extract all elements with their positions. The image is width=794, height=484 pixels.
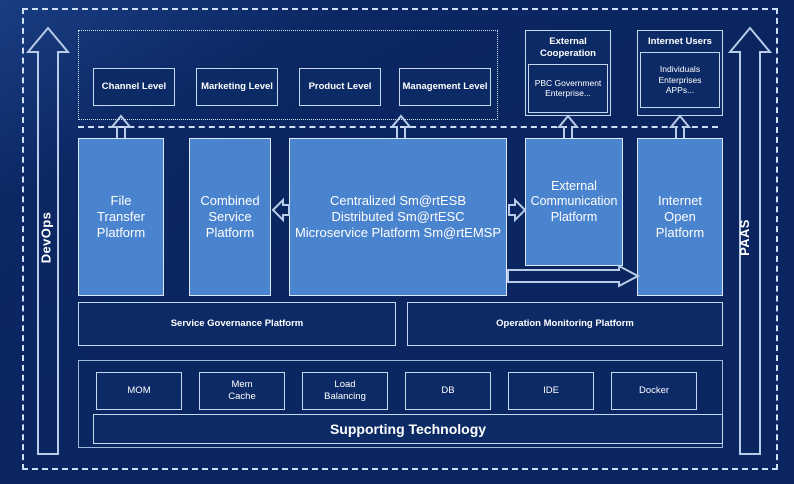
tech-card-mem-cache[interactable]: Mem Cache <box>199 372 285 410</box>
level-card-channel[interactable]: Channel Level <box>93 68 175 106</box>
level-card-marketing[interactable]: Marketing Level <box>196 68 278 106</box>
right-arrow-connector-icon <box>508 197 527 223</box>
internet-users-body: Individuals Enterprises APPs... <box>640 51 720 108</box>
outer-boundary-frame <box>22 8 778 470</box>
internet-users-title: Internet Users <box>648 36 712 47</box>
tech-card-load-balancing[interactable]: Load Balancing <box>302 372 388 410</box>
platform-external-communication[interactable]: External Communication Platform <box>525 138 623 266</box>
devops-arrow-label: DevOps <box>38 211 54 264</box>
operation-monitoring-platform[interactable]: Operation Monitoring Platform <box>407 302 723 346</box>
tech-card-db[interactable]: DB <box>405 372 491 410</box>
tech-card-ide[interactable]: IDE <box>508 372 594 410</box>
left-arrow-connector-icon <box>271 197 290 223</box>
devops-arrow-icon <box>25 26 71 455</box>
business-levels-group <box>78 30 498 120</box>
platform-combined-service[interactable]: Combined Service Platform <box>189 138 271 296</box>
platform-internet-open[interactable]: Internet Open Platform <box>637 138 723 296</box>
tech-card-mom[interactable]: MOM <box>96 372 182 410</box>
external-cooperation-title: External Cooperation <box>540 36 596 59</box>
internet-users-panel[interactable]: Internet Users Individuals Enterprises A… <box>637 30 723 116</box>
paas-arrow-icon <box>727 26 773 455</box>
external-cooperation-body: PBC Government Enterprise... <box>528 63 608 113</box>
paas-arrow-label: PAAS <box>736 219 752 256</box>
tech-card-docker[interactable]: Docker <box>611 372 697 410</box>
platform-file-transfer[interactable]: File Transfer Platform <box>78 138 164 296</box>
level-card-product[interactable]: Product Level <box>299 68 381 106</box>
service-governance-platform[interactable]: Service Governance Platform <box>78 302 396 346</box>
external-cooperation-panel[interactable]: External Cooperation PBC Government Ente… <box>525 30 611 116</box>
level-card-management[interactable]: Management Level <box>399 68 491 106</box>
esb-to-internet-open-arrow-icon <box>507 264 641 288</box>
platform-centralized-esb[interactable]: Centralized Sm@rtESB Distributed Sm@rtES… <box>289 138 507 296</box>
supporting-technology-bar[interactable]: Supporting Technology <box>93 414 723 444</box>
